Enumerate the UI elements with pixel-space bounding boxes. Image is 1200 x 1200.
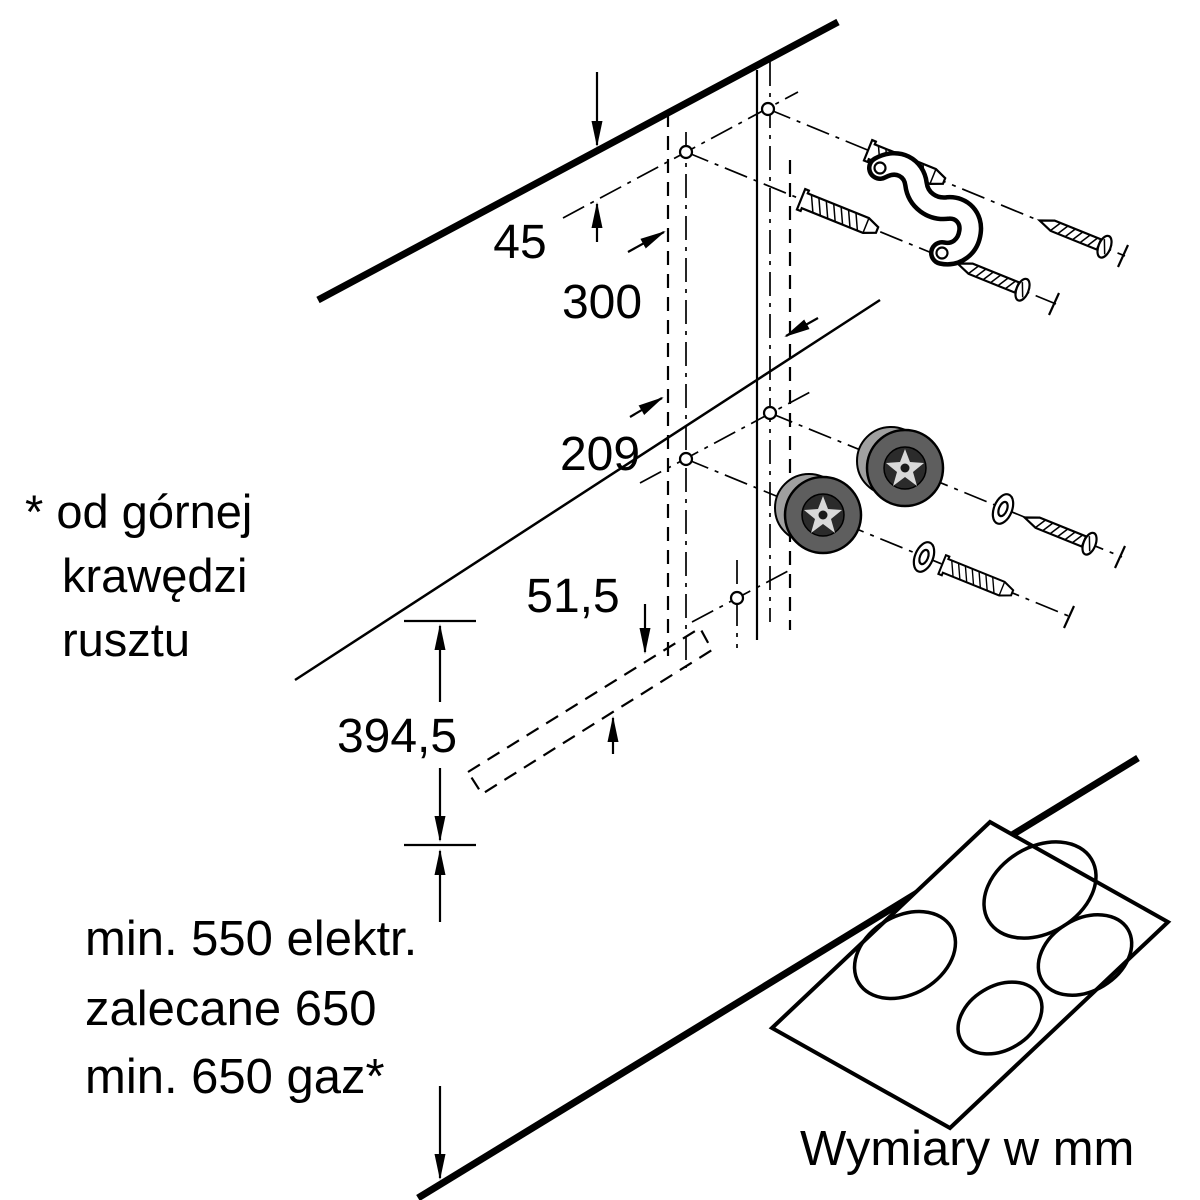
units-label: Wymiary w mm xyxy=(800,1122,1134,1176)
hood-bottom-outline xyxy=(466,626,714,796)
wall-lower-edge-line xyxy=(294,298,881,682)
burner xyxy=(852,909,958,1001)
screw xyxy=(1019,505,1101,558)
cooktop xyxy=(768,819,1172,1131)
wall-top-edge-line xyxy=(316,18,840,304)
mounting-bracket xyxy=(867,151,984,267)
labels: 45 300 209 51,5 394,5 * od górnej krawęd… xyxy=(25,216,1134,1176)
clearance-line-3: min. 650 gaz* xyxy=(85,1050,385,1104)
dimension-annotations xyxy=(404,72,819,1180)
spacer-knob xyxy=(773,472,863,555)
dim-209-label: 209 xyxy=(560,428,640,481)
countertop-edge-line xyxy=(416,755,1140,1200)
dim-300-arrow-left xyxy=(627,231,666,253)
hardware-top xyxy=(795,138,1116,304)
mounting-holes xyxy=(678,101,778,606)
clearance-line-2: zalecane 650 xyxy=(85,982,377,1036)
note-line-3: rusztu xyxy=(62,613,190,666)
dim-300-arrow-right xyxy=(784,317,819,337)
wall-anchor xyxy=(795,187,883,242)
dim-394-5-label: 394,5 xyxy=(337,710,457,763)
mounting-hole xyxy=(762,405,778,421)
mounting-hole xyxy=(678,144,694,160)
dim-209-arrow xyxy=(629,396,664,418)
washer xyxy=(987,490,1019,528)
mounting-hole xyxy=(729,590,745,606)
wall-anchor xyxy=(937,554,1017,604)
hardware-side xyxy=(773,425,1101,604)
washer xyxy=(908,538,940,576)
cooktop-outline xyxy=(768,819,1172,1131)
burner xyxy=(956,980,1044,1056)
dim-51-5-label: 51,5 xyxy=(526,570,619,623)
mounting-hole xyxy=(678,451,694,467)
spacer-knob xyxy=(855,425,945,508)
burner xyxy=(1036,913,1134,997)
note-line-2: krawędzi xyxy=(62,549,247,602)
dim-45-label: 45 xyxy=(493,216,546,269)
wall-lines xyxy=(294,18,1140,1200)
note-line-1: * od górnej xyxy=(25,485,252,538)
chimney-outline xyxy=(562,62,813,668)
screw xyxy=(1034,208,1116,261)
mounting-hole xyxy=(760,101,776,117)
clearance-line-1: min. 550 elektr. xyxy=(85,912,417,966)
dim-300-label: 300 xyxy=(562,276,642,329)
